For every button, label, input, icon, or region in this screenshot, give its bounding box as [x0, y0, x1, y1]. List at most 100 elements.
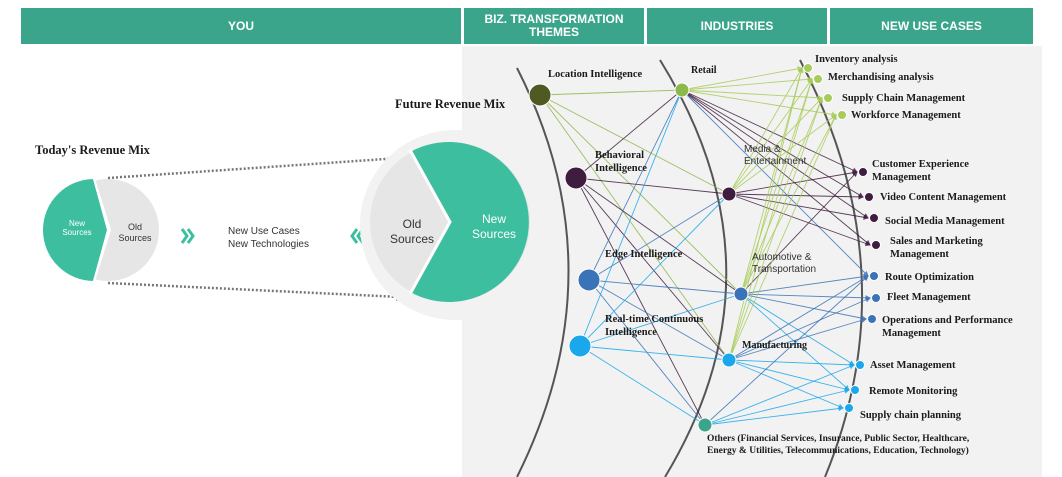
header-industries: INDUSTRIES	[647, 8, 827, 44]
industry-label: Energy & Utilities, Telecommunications, …	[707, 445, 969, 456]
use-case-node	[837, 110, 847, 120]
use-case-node	[871, 240, 881, 250]
future-new-slice	[412, 142, 529, 302]
industry-usecase-link	[728, 275, 869, 361]
use-case-label: Video Content Management	[880, 192, 1007, 203]
industry-usecase-link	[740, 97, 823, 295]
industry-usecase-link	[728, 193, 864, 200]
theme-industry-link	[539, 89, 683, 96]
use-case-label: Supply Chain Management	[842, 93, 966, 104]
header-you-label: YOU	[227, 18, 254, 33]
theme-industry-link	[588, 279, 742, 295]
links-group	[539, 66, 871, 426]
industry-node-media	[721, 186, 737, 202]
industry-usecase-link	[740, 67, 804, 295]
use-case-node	[844, 403, 854, 413]
use-case-node	[869, 271, 879, 281]
industry-usecase-link	[728, 97, 824, 361]
industry-usecase-link	[740, 114, 837, 295]
theme-industry-link	[579, 345, 706, 426]
industries-arc	[659, 59, 728, 477]
industry-usecase-link	[728, 359, 855, 368]
industry-usecase-link	[728, 170, 858, 195]
industry-usecase-link	[740, 78, 814, 295]
use-case-node	[823, 93, 833, 103]
use-case-node	[850, 385, 860, 395]
industry-usecase-link	[728, 317, 867, 361]
industry-usecase-link	[728, 193, 871, 247]
use-case-label: Inventory analysis	[815, 54, 898, 65]
nodes-group: Location IntelligenceBehavioralIntellige…	[528, 54, 1013, 456]
bottom-connector	[107, 281, 401, 299]
industry-node-others	[697, 417, 713, 433]
industry-usecase-link	[728, 114, 837, 361]
industry-node-mfg	[721, 352, 737, 368]
industry-usecase-link	[681, 89, 871, 246]
use-case-label: Workforce Management	[851, 110, 961, 121]
industry-usecase-link	[681, 89, 858, 173]
theme-label: Location Intelligence	[548, 69, 643, 80]
use-case-node	[858, 167, 868, 177]
theme-label: Intelligence	[595, 163, 647, 174]
industry-usecase-link	[681, 89, 869, 277]
drivers-line1: New Use Cases	[228, 226, 300, 237]
industry-usecase-link	[704, 364, 855, 426]
use-case-label: Management	[882, 328, 941, 339]
theme-industry-link	[579, 293, 742, 347]
theme-industry-link	[575, 177, 706, 426]
industry-usecase-link	[681, 76, 813, 91]
industry-usecase-link	[728, 97, 823, 195]
use-case-label: Management	[872, 172, 931, 183]
use-case-label: Supply chain planning	[860, 410, 962, 421]
theme-industry-link	[575, 177, 742, 295]
theme-node-loc	[528, 83, 552, 107]
header-industries-label: INDUSTRIES	[700, 18, 774, 33]
use-case-label: Asset Management	[870, 360, 956, 371]
future-title: Future Revenue Mix	[395, 97, 506, 111]
industry-label: Retail	[691, 65, 717, 76]
theme-node-rt	[568, 334, 592, 358]
use-case-label: Remote Monitoring	[869, 386, 958, 397]
industry-usecase-link	[681, 66, 803, 91]
use-case-label: Sales and Marketing	[890, 236, 984, 247]
industry-usecase-link	[728, 78, 813, 195]
use-case-node	[855, 360, 865, 370]
theme-industry-link	[579, 89, 683, 347]
use-case-node	[803, 63, 813, 73]
today-new-line1: New	[69, 219, 85, 228]
theme-industry-link	[539, 94, 730, 195]
today-title: Today's Revenue Mix	[35, 143, 151, 157]
theme-label: Real-time Continuous	[605, 314, 703, 325]
industry-usecase-link	[740, 293, 867, 321]
industry-usecase-link	[728, 359, 850, 392]
use-case-label: Management	[890, 249, 949, 260]
industry-usecase-link	[681, 89, 864, 198]
industry-label: Media &	[744, 144, 781, 155]
top-connector	[107, 156, 401, 180]
use-case-label: Merchandising analysis	[828, 72, 934, 83]
theme-label: Edge Intelligence	[605, 249, 683, 260]
theme-industry-link	[575, 89, 683, 179]
industry-label: Manufacturing	[742, 340, 807, 351]
industry-node-retail	[674, 82, 690, 98]
use-case-label: Operations and Performance	[882, 315, 1013, 326]
industry-usecase-link	[728, 297, 871, 361]
industry-usecase-link	[704, 275, 869, 426]
theme-label: Intelligence	[605, 327, 657, 338]
today-pie: New Sources Old Sources	[43, 178, 159, 282]
industry-usecase-link	[681, 89, 823, 101]
use-case-node	[871, 293, 881, 303]
industry-node-auto	[733, 286, 749, 302]
use-case-node	[813, 74, 823, 84]
today-old-line1: Old	[128, 222, 142, 232]
future-new-line1: New	[482, 212, 506, 226]
theme-industry-link	[579, 193, 730, 347]
theme-industry-link	[575, 177, 730, 195]
header-themes: BIZ. TRANSFORMATION THEMES	[464, 8, 644, 44]
industry-label: Transportation	[752, 264, 816, 275]
industry-usecase-link	[681, 89, 837, 117]
use-case-label: Social Media Management	[885, 216, 1005, 227]
use-case-node	[864, 192, 874, 202]
industry-usecase-link	[728, 114, 837, 195]
